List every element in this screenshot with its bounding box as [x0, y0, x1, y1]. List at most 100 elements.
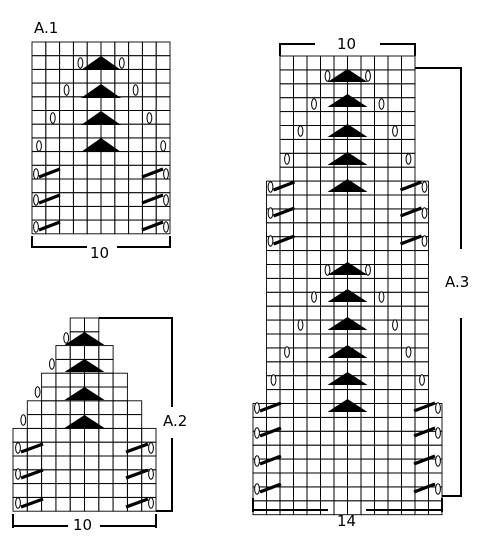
grid-cell	[306, 194, 321, 210]
slash-symbol	[413, 401, 436, 413]
oval-symbol	[163, 221, 169, 233]
grid-cell	[320, 83, 335, 99]
grid-cell	[31, 110, 47, 125]
grid-cell	[293, 83, 308, 99]
grid-cell	[333, 236, 348, 252]
grid-cell	[69, 345, 85, 360]
grid-cell	[59, 55, 74, 70]
grid-cell	[45, 178, 61, 194]
grid-cell	[306, 333, 321, 349]
grid-cell	[306, 69, 321, 85]
grid-cell	[72, 164, 88, 180]
grid-cell	[360, 277, 375, 293]
grid-cell	[100, 178, 116, 194]
grid	[252, 55, 443, 516]
grid-cell	[387, 97, 402, 113]
grid-cell	[114, 123, 130, 139]
grid-cell	[72, 68, 88, 84]
grid-cell	[293, 416, 308, 432]
grid-cell	[114, 68, 130, 84]
grid-cell	[320, 486, 335, 502]
grid-cell	[279, 319, 294, 335]
grid-cell	[112, 400, 128, 416]
oval-symbol	[34, 386, 41, 398]
grid-cell	[401, 403, 416, 418]
grid-cell	[69, 455, 85, 471]
oval-symbol	[132, 84, 139, 96]
oval-symbol	[435, 427, 441, 439]
grid-cell	[293, 250, 308, 265]
grid-cell	[69, 400, 85, 416]
grid-cell	[293, 291, 308, 307]
grid-cell	[306, 111, 321, 126]
grid-cell	[55, 496, 71, 512]
grid-cell	[279, 500, 294, 516]
grid-cell	[387, 416, 402, 432]
grid-cell	[128, 164, 143, 180]
grid-cell	[45, 82, 61, 98]
oval-symbol	[421, 181, 428, 193]
grid-cell	[374, 444, 389, 460]
triangle-symbol	[81, 56, 121, 70]
grid-cell	[128, 205, 143, 221]
grid-cell	[69, 372, 85, 388]
grid-cell	[141, 68, 157, 84]
grid-cell	[114, 151, 130, 166]
grid-cell	[41, 414, 57, 429]
grid-cell	[387, 472, 402, 488]
grid-cell	[320, 222, 335, 238]
grid-cell	[374, 305, 389, 321]
grid-cell	[293, 500, 308, 516]
grid-cell	[360, 347, 375, 363]
grid-cell	[320, 416, 335, 432]
grid-cell	[374, 416, 389, 432]
grid-cell	[401, 250, 416, 265]
grid-cell	[59, 178, 74, 194]
grid	[12, 317, 157, 512]
oval-symbol	[148, 497, 154, 509]
grid-cell	[279, 458, 294, 474]
grid-cell	[320, 319, 335, 335]
grid-cell	[401, 389, 416, 404]
grid-cell	[374, 361, 389, 377]
oval-symbol	[254, 455, 260, 467]
grid-cell	[414, 319, 429, 335]
triangle-symbol	[81, 111, 121, 125]
grid-cell	[306, 166, 321, 182]
grid-cell	[414, 277, 429, 293]
grid-cell	[84, 427, 100, 443]
grid-cell	[333, 430, 348, 446]
grid-cell	[114, 164, 130, 180]
slash-symbol	[38, 167, 61, 179]
grid-cell	[86, 178, 102, 194]
grid-cell	[293, 264, 308, 279]
grid-cell	[55, 427, 71, 443]
grid-cell	[41, 469, 57, 485]
oval-symbol	[311, 291, 317, 303]
grid-cell	[41, 441, 57, 457]
grid-cell	[414, 444, 429, 460]
grid-cell	[114, 219, 130, 235]
grid-cell	[279, 416, 294, 432]
grid-cell	[401, 97, 416, 113]
grid-cell	[86, 192, 102, 207]
grid-cell	[360, 486, 375, 502]
grid-cell	[128, 178, 143, 194]
grid-cell	[306, 444, 321, 460]
grid-cell	[45, 41, 61, 57]
grid-cell	[401, 416, 416, 432]
grid-cell	[320, 250, 335, 265]
grid-cell	[100, 96, 116, 111]
oval-symbol	[365, 70, 371, 82]
grid-cell	[279, 375, 294, 391]
grid-cell	[45, 137, 61, 153]
grid-cell	[333, 194, 348, 210]
oval-symbol	[15, 468, 21, 480]
grid-cell	[252, 500, 267, 516]
grid-cell	[401, 305, 416, 321]
grid-cell	[320, 277, 335, 293]
grid-cell	[414, 347, 429, 363]
grid-cell	[306, 458, 321, 474]
grid-cell	[279, 305, 294, 321]
grid-cell	[387, 486, 402, 502]
